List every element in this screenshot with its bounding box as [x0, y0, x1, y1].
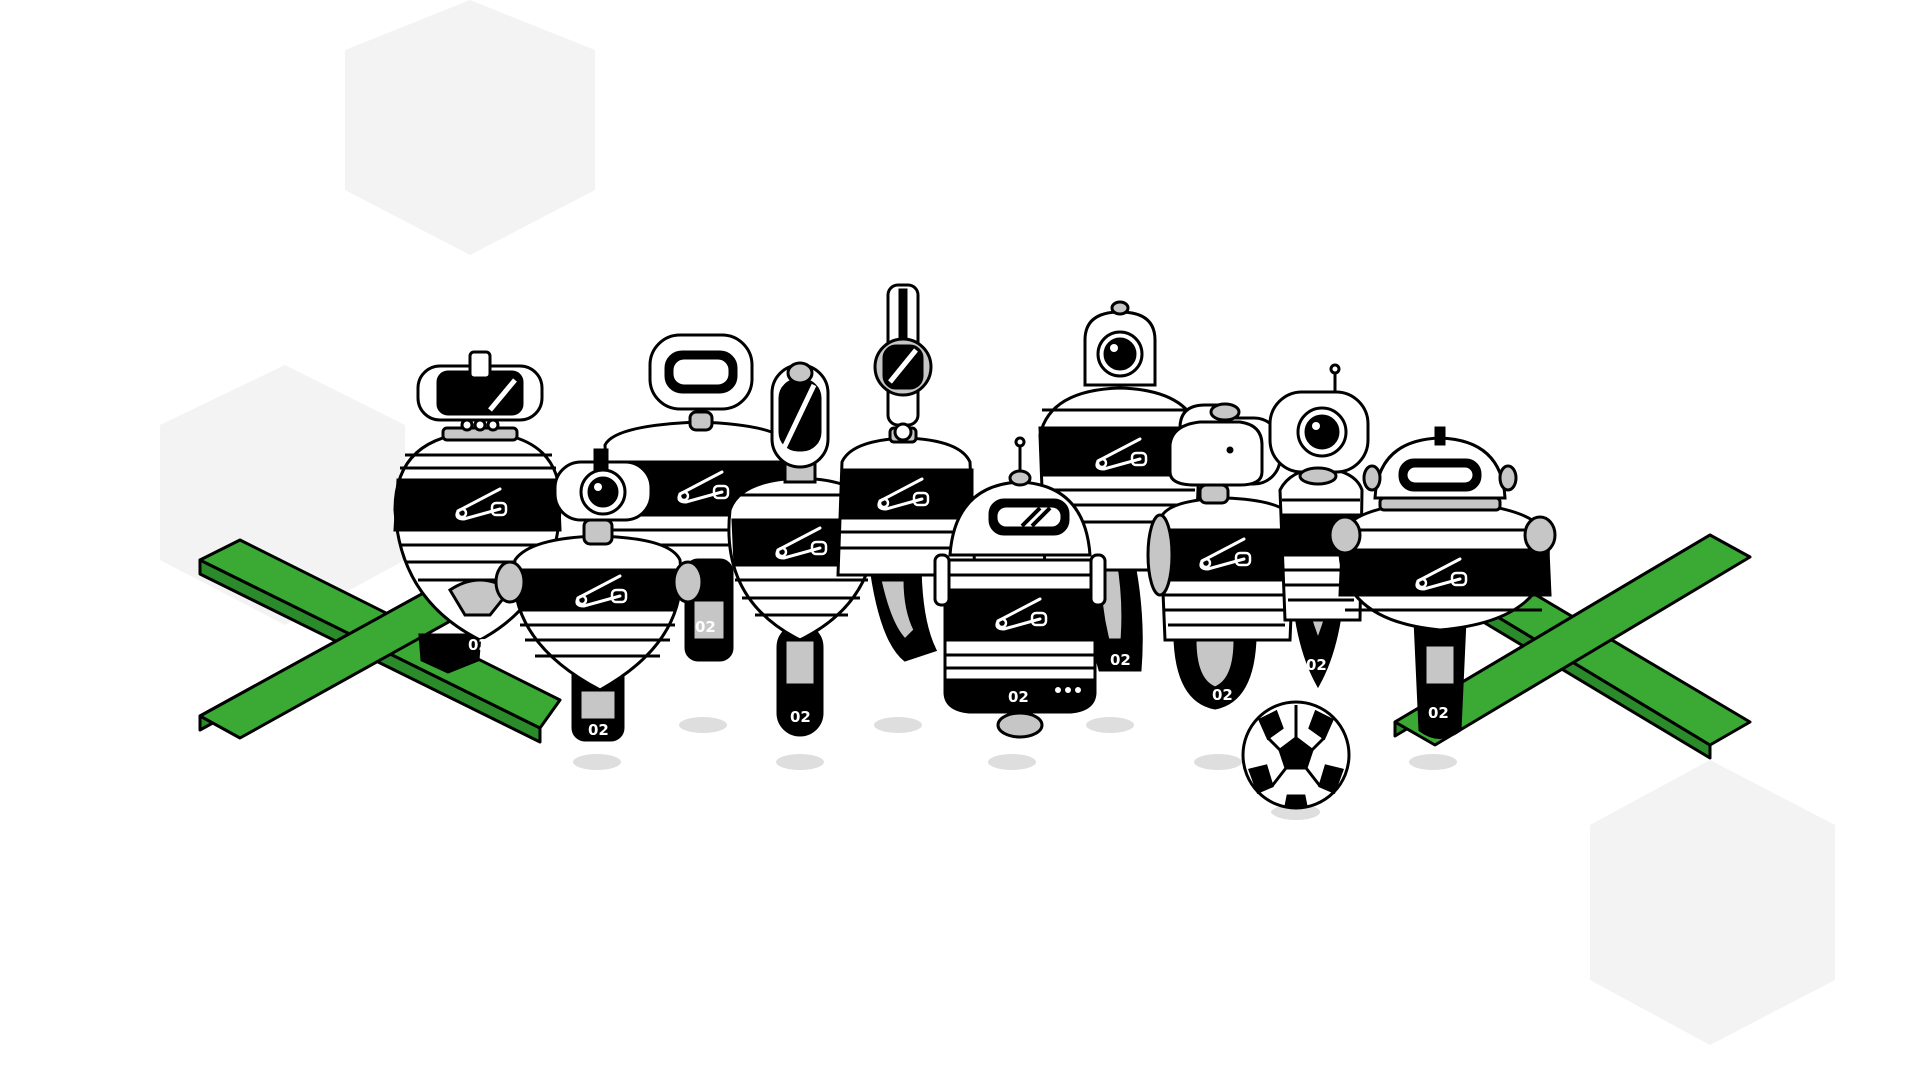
background-hexagons: [160, 0, 1835, 1045]
robot-visor-right: [1328, 426, 1557, 739]
robot-eye-small: [494, 448, 704, 742]
jersey-number-c: 02: [588, 721, 609, 739]
jersey-number-d: 02: [790, 708, 811, 726]
jersey-number-g: 02: [1008, 688, 1029, 706]
floor-shadows: [573, 717, 1457, 820]
soccer-ball-icon: [1241, 700, 1351, 818]
hexagon-bottom-right: [1590, 760, 1835, 1045]
robot-tube-head: [836, 283, 977, 662]
jersey-number-f: 02: [1110, 651, 1131, 669]
jersey-number-i: 02: [1306, 656, 1327, 674]
jersey-number-h: 02: [1212, 686, 1233, 704]
jersey-number-a: 02: [468, 636, 489, 654]
robot-visor-center: [933, 436, 1107, 739]
robot-eye-mid: [1168, 420, 1264, 487]
robot-antenna-eye: [1268, 363, 1370, 689]
hexagon-top: [345, 0, 595, 255]
jersey-number-b: 02: [695, 618, 716, 636]
jersey-number-j: 02: [1428, 704, 1449, 722]
